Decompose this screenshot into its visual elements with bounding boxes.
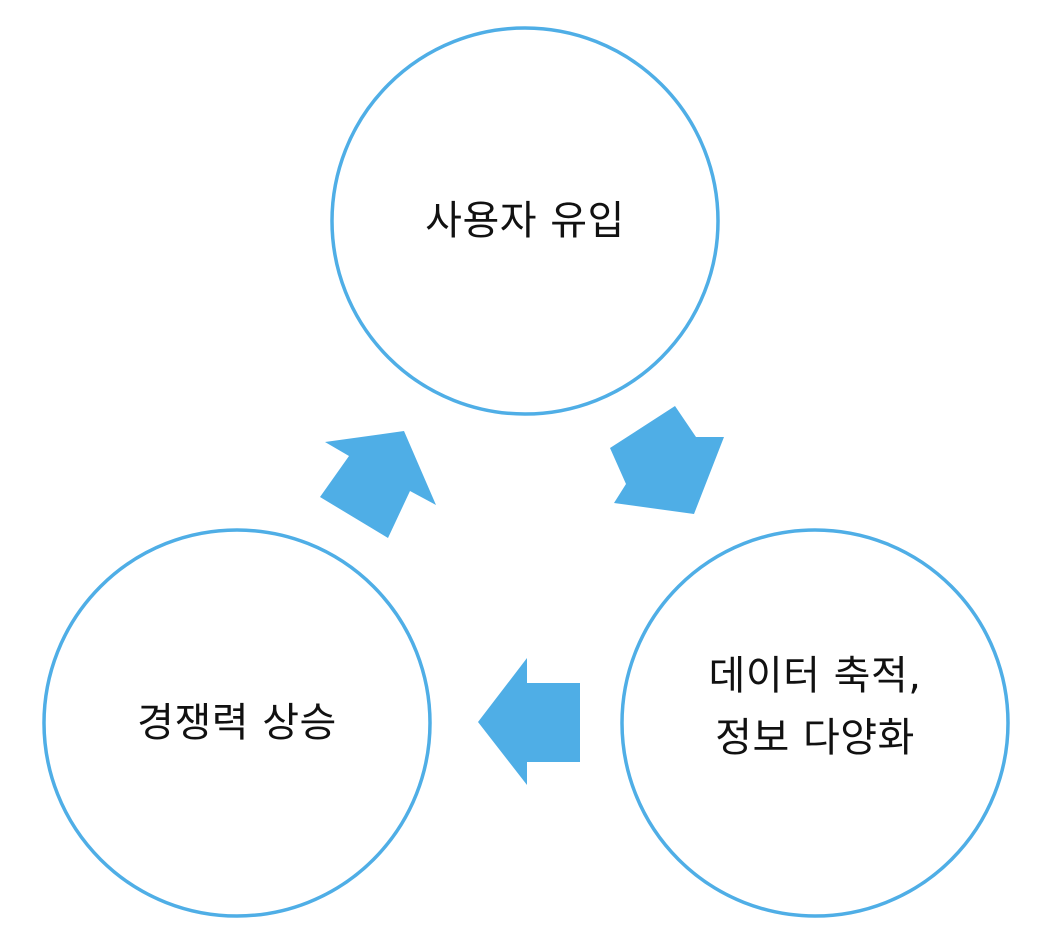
node-circle-user-inflow — [330, 26, 720, 416]
node-label-line: 경쟁력 상승 — [137, 700, 337, 746]
arrow-up-right-icon — [320, 431, 436, 538]
node-label-competitiveness-rise: 경쟁력 상승 — [67, 692, 407, 754]
node-label-data-accumulation: 데이터 축적, 정보 다양화 — [645, 645, 985, 769]
node-label-line: 데이터 축적, — [708, 653, 922, 699]
arrow-down-right-icon — [610, 406, 724, 514]
node-label-line: 사용자 유입 — [425, 198, 625, 244]
node-label-line: 정보 다양화 — [715, 715, 915, 761]
node-circle-data-accumulation — [620, 528, 1010, 918]
arrow-left-icon — [478, 658, 580, 785]
node-label-user-inflow: 사용자 유입 — [355, 190, 695, 252]
node-circle-competitiveness-rise — [42, 528, 432, 918]
